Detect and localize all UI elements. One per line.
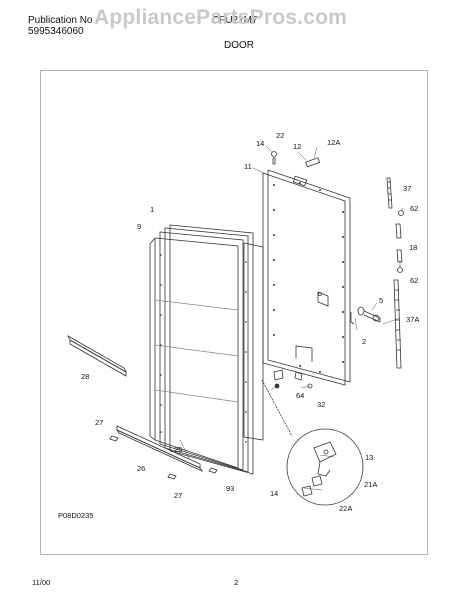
part-label: 18 bbox=[409, 243, 418, 252]
hinge-rod bbox=[386, 177, 404, 369]
part-label: 11 bbox=[244, 162, 252, 171]
part-label: 27 bbox=[95, 418, 104, 427]
part-label: 5 bbox=[379, 296, 384, 305]
screw-part bbox=[109, 435, 218, 480]
part-label: 27 bbox=[174, 491, 183, 500]
part-label: 12 bbox=[293, 142, 302, 151]
diagram-code: P08D0235 bbox=[58, 511, 94, 520]
screw-part bbox=[271, 151, 277, 165]
model-number: CFU21M7 bbox=[212, 15, 258, 26]
part-label: 22 bbox=[276, 131, 285, 140]
bottom-hinge bbox=[273, 369, 313, 389]
door-liner bbox=[243, 169, 351, 441]
watermark: AppliancePartsPros.com bbox=[94, 6, 347, 29]
part-label: 14 bbox=[270, 489, 279, 498]
part-label: 22A bbox=[339, 504, 353, 513]
part-label: 1 bbox=[150, 205, 155, 214]
part-label: 13 bbox=[365, 453, 374, 462]
bottom-strip bbox=[115, 425, 204, 472]
door-panel bbox=[149, 224, 254, 475]
part-label: 2 bbox=[362, 337, 367, 346]
detail-circle bbox=[261, 379, 364, 506]
part-label: 37 bbox=[403, 184, 412, 193]
strip-part bbox=[305, 157, 321, 168]
part-label: 26 bbox=[137, 464, 146, 473]
publication-label: Publication No bbox=[28, 15, 93, 26]
handle-bracket bbox=[350, 306, 381, 325]
part-label: 25 bbox=[174, 445, 183, 454]
part-label: 9 bbox=[137, 222, 142, 231]
part-label: 62 bbox=[410, 276, 419, 285]
part-label: 28 bbox=[81, 372, 90, 381]
section-title: DOOR bbox=[224, 40, 254, 51]
leader-lines bbox=[179, 145, 404, 491]
gasket-strip bbox=[67, 334, 127, 377]
part-label: 93 bbox=[226, 484, 235, 493]
part-label: 14 bbox=[256, 139, 265, 148]
part-label: 12A bbox=[327, 138, 341, 147]
part-label: 32 bbox=[317, 400, 326, 409]
page-number: 2 bbox=[234, 578, 239, 587]
part-label: 37A bbox=[406, 315, 420, 324]
part-label: 64 bbox=[296, 391, 305, 400]
footer-date: 11/00 bbox=[32, 578, 51, 587]
publication-number: 5995346060 bbox=[28, 26, 84, 37]
part-label: 62 bbox=[410, 204, 419, 213]
part-label: 21A bbox=[364, 480, 378, 489]
diagram-frame bbox=[40, 70, 428, 555]
